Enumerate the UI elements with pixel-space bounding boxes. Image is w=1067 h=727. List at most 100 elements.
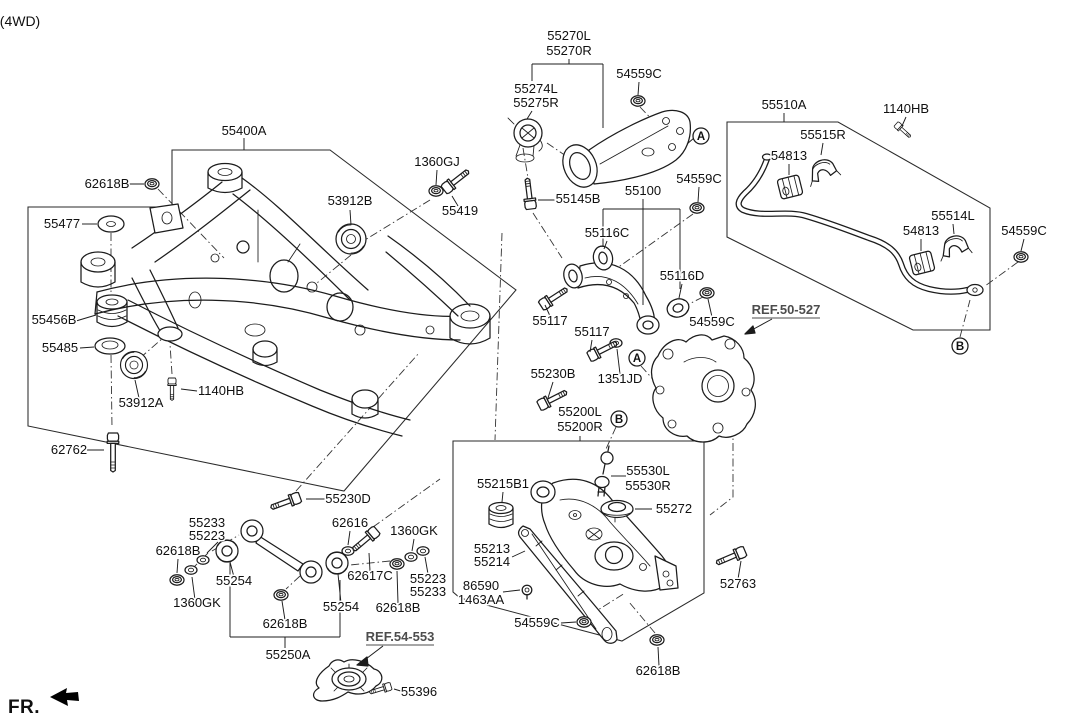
part-number-labels: (4WD) 55400A 62618B 55477 55456B 55485 5… xyxy=(0,12,1048,701)
clamp-55514L xyxy=(937,233,974,262)
callout-a1-letter: A xyxy=(697,131,705,143)
fr-direction-arrow xyxy=(50,688,79,706)
ref-label-50-527: REF.50-527 xyxy=(752,302,821,317)
callout-b2-circle xyxy=(951,337,969,355)
part-label-55117-1: 55117 xyxy=(532,313,567,328)
callout-a2-letter: A xyxy=(633,353,641,365)
part-label-54559C-2: 54559C xyxy=(676,171,722,186)
trailing-arm-drawing xyxy=(507,109,692,188)
part-label-55400A: 55400A xyxy=(222,123,267,138)
part-label-54559C-1: 54559C xyxy=(616,66,662,81)
part-label-55116C: 55116C xyxy=(585,225,630,240)
bolt-55145B xyxy=(520,176,538,211)
part-label-55145B: 55145B xyxy=(556,191,601,206)
upper-arm-drawing xyxy=(563,245,690,335)
nut-62618B-center xyxy=(273,589,289,601)
part-label-55214: 55214 xyxy=(474,554,510,569)
bolt-55230D xyxy=(268,490,303,514)
nut-62618B-left xyxy=(169,574,185,586)
callout-markers: A A B B xyxy=(610,127,969,428)
part-label-54559C-3: 54559C xyxy=(689,314,735,329)
part-label-62618B-rod: 62618B xyxy=(376,600,421,615)
callout-a2-circle xyxy=(628,349,646,367)
part-label-55223-right: 55223 xyxy=(410,571,446,586)
part-label-55254-right: 55254 xyxy=(323,599,359,614)
leader-lines xyxy=(75,59,1025,693)
bolt-52763 xyxy=(713,545,748,570)
nut-54559C-5 xyxy=(576,616,592,628)
part-label-1140HB-right: 1140HB xyxy=(883,101,929,116)
spring-seat-mount-drawing xyxy=(312,659,383,702)
part-label-1463AA: 1463AA xyxy=(458,592,505,607)
bushing-55456B xyxy=(96,294,128,310)
part-label-55477: 55477 xyxy=(44,216,80,231)
lower-arm-drawing xyxy=(488,445,679,644)
nut-62618B-topleft xyxy=(144,178,160,190)
bushing-54813-right xyxy=(908,250,936,276)
bushing-55116D xyxy=(666,298,690,318)
part-label-55215B1: 55215B1 xyxy=(477,476,529,491)
bushing-55116C xyxy=(592,245,614,271)
clamp-55515R xyxy=(804,155,843,188)
ref-54-arrowhead xyxy=(356,656,369,667)
bushing-55254-left xyxy=(215,539,239,563)
part-label-62618B-left: 62618B xyxy=(156,543,201,558)
part-label-55200L: 55200L xyxy=(558,404,601,419)
part-label-55274L: 55274L xyxy=(514,81,557,96)
bushing-55254-right xyxy=(325,551,349,575)
part-label-55250A: 55250A xyxy=(266,647,311,662)
nut-54559C-1 xyxy=(630,95,646,107)
part-label-55456B: 55456B xyxy=(32,312,77,327)
part-label-62618B-center: 62618B xyxy=(263,616,308,631)
callout-b1-letter: B xyxy=(615,414,623,426)
crossmember-drawing xyxy=(80,162,491,437)
bushing-54813-left xyxy=(776,174,804,200)
washer-1360GK-right xyxy=(404,552,418,562)
bushing-55215B1 xyxy=(488,501,514,529)
part-label-55230D: 55230D xyxy=(325,491,371,506)
nut-54559C-3 xyxy=(699,287,715,299)
drivetrain-variant-label: (4WD) xyxy=(0,13,40,29)
part-label-62616: 62616 xyxy=(332,515,368,530)
washer-62616 xyxy=(341,546,355,556)
part-label-62618B-bottomright: 62618B xyxy=(636,663,681,678)
nut-62618B-bottomright xyxy=(649,634,665,646)
bushing-55274 xyxy=(507,117,543,163)
part-label-54813-left: 54813 xyxy=(771,148,807,163)
part-label-54559C-4: 54559C xyxy=(1001,223,1047,238)
assist-rod-drawing xyxy=(215,519,349,584)
bolt-55419 xyxy=(439,165,473,196)
part-label-1360GJ: 1360GJ xyxy=(414,154,460,169)
bolt-86590 xyxy=(521,584,533,600)
part-label-55514L: 55514L xyxy=(931,208,974,223)
part-label-1351JD: 1351JD xyxy=(598,371,643,386)
fr-label: FR. xyxy=(8,697,40,718)
part-label-62617C: 62617C xyxy=(347,568,393,583)
part-label-55275R: 55275R xyxy=(513,95,559,110)
part-label-55419: 55419 xyxy=(442,203,478,218)
part-label-55117-2: 55117 xyxy=(574,324,609,339)
callout-a1-circle xyxy=(692,127,710,145)
part-label-55116D: 55116D xyxy=(660,268,705,283)
link-55530 xyxy=(594,445,614,497)
part-label-54813-right: 54813 xyxy=(903,223,939,238)
part-label-55223-left: 55223 xyxy=(189,528,225,543)
part-label-55233-left: 55233 xyxy=(189,515,225,530)
part-label-1140HB-left: 1140HB xyxy=(198,383,244,398)
callout-b1-circle xyxy=(610,410,628,428)
nut-1360GJ xyxy=(428,185,444,197)
part-label-55270R: 55270R xyxy=(546,43,592,58)
bolt-1140HB-left xyxy=(167,377,177,401)
part-label-55530R: 55530R xyxy=(625,478,671,493)
part-label-53912B: 53912B xyxy=(328,193,373,208)
part-label-86590: 86590 xyxy=(463,578,499,593)
part-label-62762: 62762 xyxy=(51,442,87,457)
part-label-54559C-5: 54559C xyxy=(514,615,560,630)
left-column-parts xyxy=(94,215,149,380)
callout-b2-letter: B xyxy=(956,341,964,353)
part-label-55396: 55396 xyxy=(401,684,437,699)
ref-label-54-553: REF.54-553 xyxy=(366,629,435,644)
fasteners xyxy=(106,95,1029,697)
